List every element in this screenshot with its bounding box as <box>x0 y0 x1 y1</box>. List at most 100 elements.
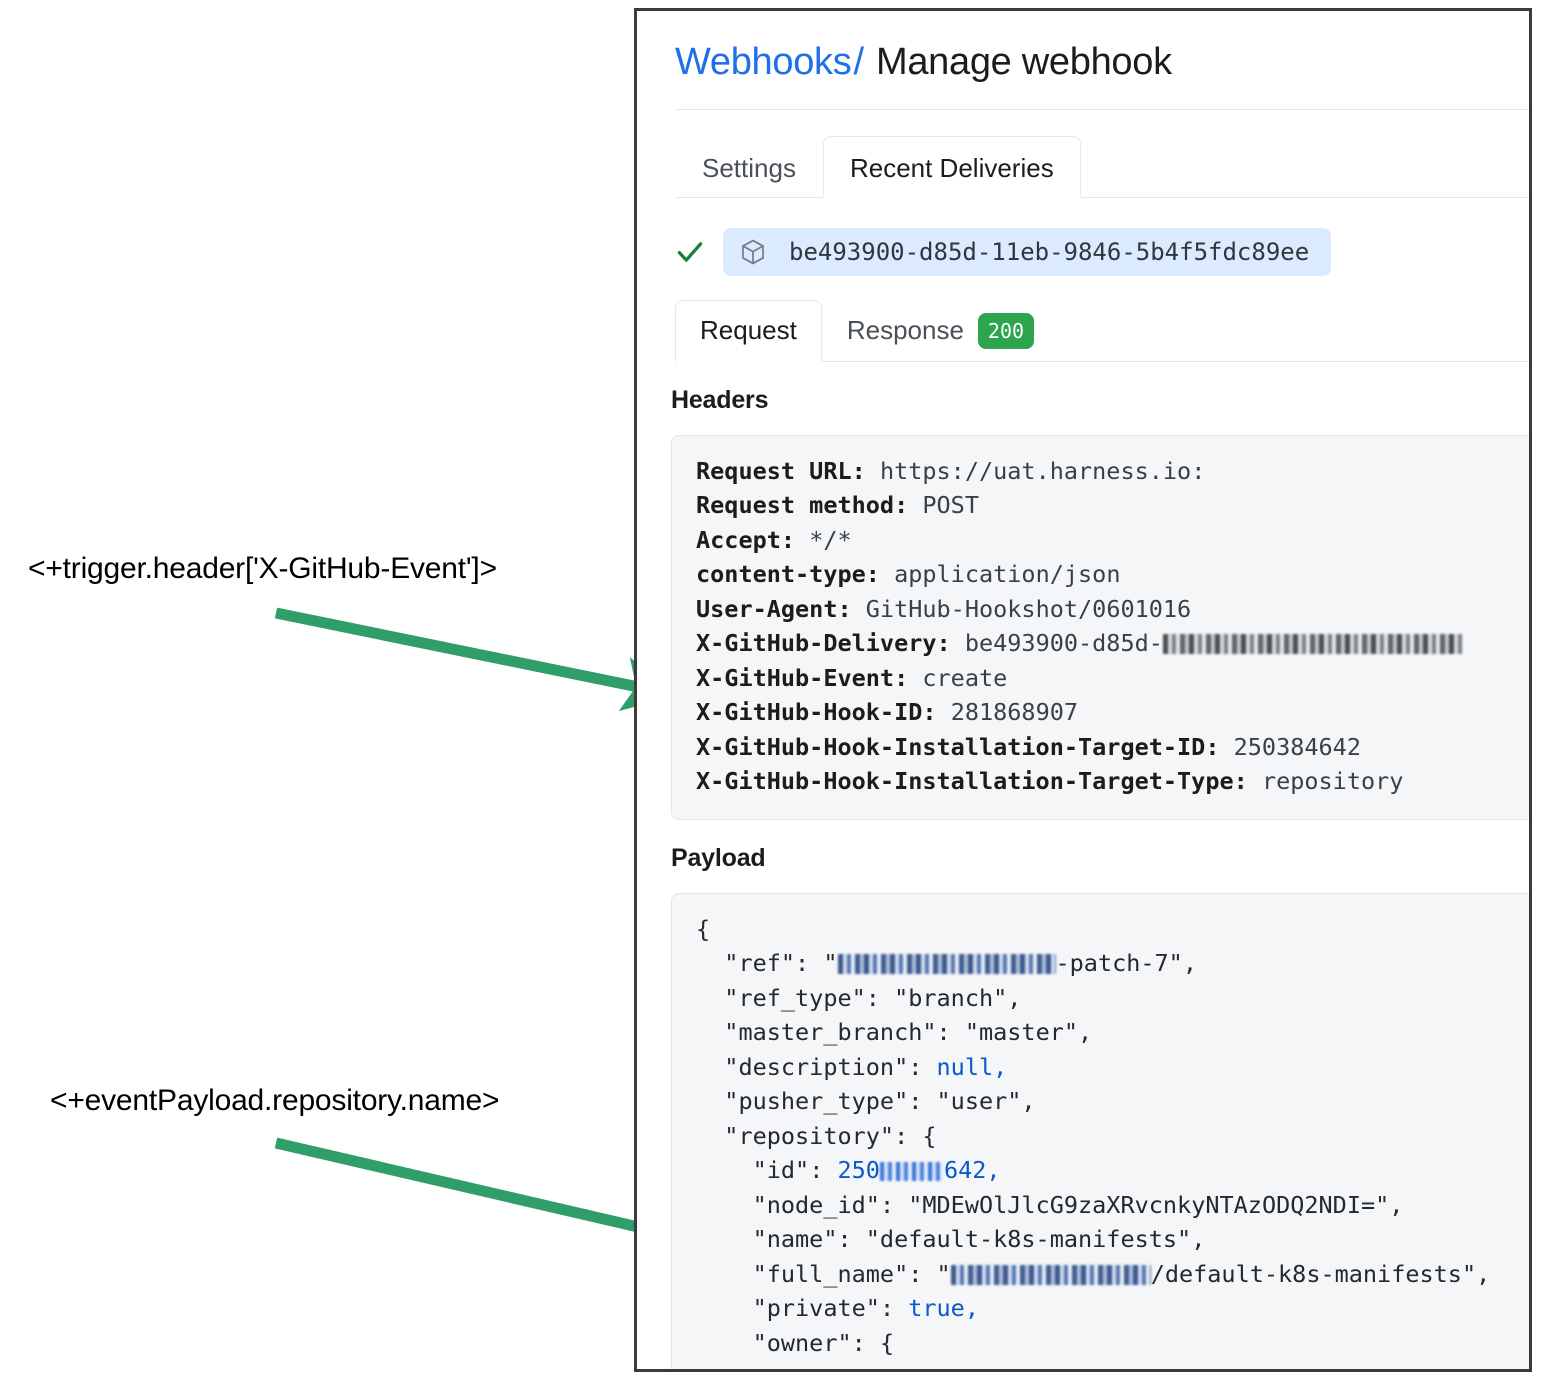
json-prefix: " <box>936 1259 951 1288</box>
header-value: be493900-d85d- <box>964 629 1163 657</box>
tab-response-label: Response <box>846 315 964 345</box>
breadcrumb-separator: / <box>853 41 864 83</box>
json-value: null, <box>936 1052 1008 1081</box>
json-line: "name": "default-k8s-manifests", <box>752 1225 1206 1253</box>
json-value: true, <box>908 1294 979 1322</box>
header-row: X-GitHub-Hook-ID: 281868907 <box>696 695 1529 730</box>
request-response-tabstrip: Request Response 200 <box>675 299 1529 362</box>
json-key: "node_id" <box>752 1190 880 1219</box>
header-value: https://uat.harness.io: <box>879 456 1206 485</box>
json-key: "ref" <box>724 949 796 977</box>
json-line: "private": true, <box>752 1294 979 1322</box>
redacted-username <box>837 954 1056 974</box>
json-value: "master", <box>964 1018 1093 1046</box>
json-key: "description" <box>724 1052 909 1081</box>
json-key: "name" <box>752 1225 838 1253</box>
header-key: X-GitHub-Hook-ID: <box>696 698 937 726</box>
tab-settings[interactable]: Settings <box>702 152 796 183</box>
header-row: X-GitHub-Hook-Installation-Target-Type: … <box>696 764 1529 799</box>
json-line: "owner": { <box>752 1328 895 1357</box>
header-value: 281868907 <box>950 698 1079 726</box>
header-value: POST <box>922 491 979 519</box>
json-value: { <box>922 1121 937 1150</box>
json-value-suffix: 642, <box>943 1156 1001 1184</box>
delivery-row: be493900-d85d-11eb-9846-5b4f5fdc89ee <box>675 227 1529 276</box>
tab-recent-deliveries[interactable]: Recent Deliveries <box>822 135 1081 198</box>
json-key: "id" <box>752 1156 810 1184</box>
header-row: Request method: POST <box>696 488 1529 523</box>
json-line: "full_name": "/default-k8s-manifests", <box>752 1259 1491 1288</box>
tab-response[interactable]: Response 200 <box>822 300 1059 362</box>
header-value: create <box>922 663 1008 692</box>
check-icon <box>677 241 703 262</box>
json-line: { <box>696 912 1529 947</box>
header-row: X-GitHub-Delivery: be493900-d85d- <box>696 626 1529 661</box>
json-value: "MDEwOlJlcG9zaXRvcnkyNTAzODQ2NDI=", <box>908 1190 1404 1219</box>
header-value: repository <box>1261 767 1404 795</box>
json-line: "node_id": "MDEwOlJlcG9zaXRvcnkyNTAzODQ2… <box>752 1190 1404 1219</box>
status-badge: 200 <box>977 312 1035 349</box>
delivery-id-chip[interactable]: be493900-d85d-11eb-9846-5b4f5fdc89ee <box>723 227 1332 276</box>
annotation-label-event-payload: <+eventPayload.repository.name> <box>50 1084 500 1117</box>
headers-code-box: Request URL: https://uat.harness.io: Req… <box>671 434 1529 820</box>
json-value: { <box>879 1328 895 1357</box>
json-key: "repository" <box>724 1121 895 1150</box>
breadcrumb-link-webhooks[interactable]: Webhooks <box>675 41 852 83</box>
json-value: -patch-7", <box>1055 949 1197 977</box>
json-line: "repository": { <box>724 1121 937 1150</box>
header-key: X-GitHub-Hook-Installation-Target-ID: <box>696 732 1220 761</box>
webhook-tabstrip: Settings Recent Deliveries <box>675 135 1529 198</box>
header-key: content-type: <box>696 560 880 588</box>
json-key: "ref_type" <box>724 983 866 1012</box>
annotation-arrow-trigger-header <box>274 607 679 712</box>
header-key: User-Agent: <box>696 594 852 623</box>
json-key: "pusher_type" <box>724 1087 909 1115</box>
header-value: 250384642 <box>1233 732 1361 761</box>
header-value: GitHub-Hookshot/0601016 <box>865 594 1192 623</box>
tab-request[interactable]: Request <box>675 299 822 362</box>
json-line: "ref_type": "branch", <box>724 983 1022 1012</box>
headers-section-title: Headers <box>671 385 769 414</box>
json-key: "master_branch" <box>724 1018 937 1046</box>
json-line: "pusher_type": "user", <box>724 1087 1036 1115</box>
json-prefix: " <box>823 949 838 977</box>
header-row: Accept: */* <box>696 523 1529 558</box>
annotation-label-trigger-header: <+trigger.header['X-GitHub-Event']> <box>28 552 497 585</box>
manage-webhook-panel: Webhooks/ Manage webhook Settings Recent … <box>634 8 1532 1372</box>
header-key: X-GitHub-Hook-Installation-Target-Type: <box>696 767 1248 795</box>
payload-section-title: Payload <box>671 843 766 872</box>
json-text: { <box>696 914 711 943</box>
json-line: "master_branch": "master", <box>724 1018 1093 1046</box>
header-row: User-Agent: GitHub-Hookshot/0601016 <box>696 592 1529 627</box>
json-line: "ref": "-patch-7", <box>724 949 1197 977</box>
header-row: content-type: application/json <box>696 557 1529 592</box>
json-value: "branch", <box>894 983 1022 1012</box>
header-value: application/json <box>894 560 1121 588</box>
header-divider <box>675 108 1529 110</box>
delivery-id-text: be493900-d85d-11eb-9846-5b4f5fdc89ee <box>789 237 1310 266</box>
header-key: Request URL: <box>696 456 866 485</box>
redacted-repo-id <box>879 1162 944 1181</box>
header-row: X-GitHub-Event: create <box>696 661 1529 696</box>
header-value: */* <box>809 525 852 554</box>
header-key: Accept: <box>696 525 796 554</box>
json-key: "full_name" <box>752 1259 909 1288</box>
header-key: Request method: <box>696 491 909 519</box>
json-key: "owner" <box>752 1328 852 1357</box>
tab-request-label: Request <box>700 315 797 345</box>
json-value: "user", <box>936 1087 1036 1115</box>
header-row: X-GitHub-Hook-Installation-Target-ID: 25… <box>696 730 1529 765</box>
header-key: X-GitHub-Event: <box>696 663 909 692</box>
json-key: "private" <box>752 1294 880 1322</box>
json-value: "default-k8s-manifests", <box>865 1225 1206 1253</box>
header-key: X-GitHub-Delivery: <box>696 629 951 657</box>
cube-icon <box>742 239 764 264</box>
page-title: Manage webhook <box>875 41 1172 83</box>
redacted-delivery-id <box>1162 634 1463 654</box>
redacted-username-full <box>950 1264 1151 1285</box>
json-value: /default-k8s-manifests", <box>1150 1259 1491 1288</box>
breadcrumb: Webhooks/ Manage webhook <box>637 11 1529 87</box>
json-value: 250 <box>837 1156 880 1184</box>
payload-code-box: { "ref": "-patch-7", "ref_type": "branch… <box>671 892 1529 1369</box>
